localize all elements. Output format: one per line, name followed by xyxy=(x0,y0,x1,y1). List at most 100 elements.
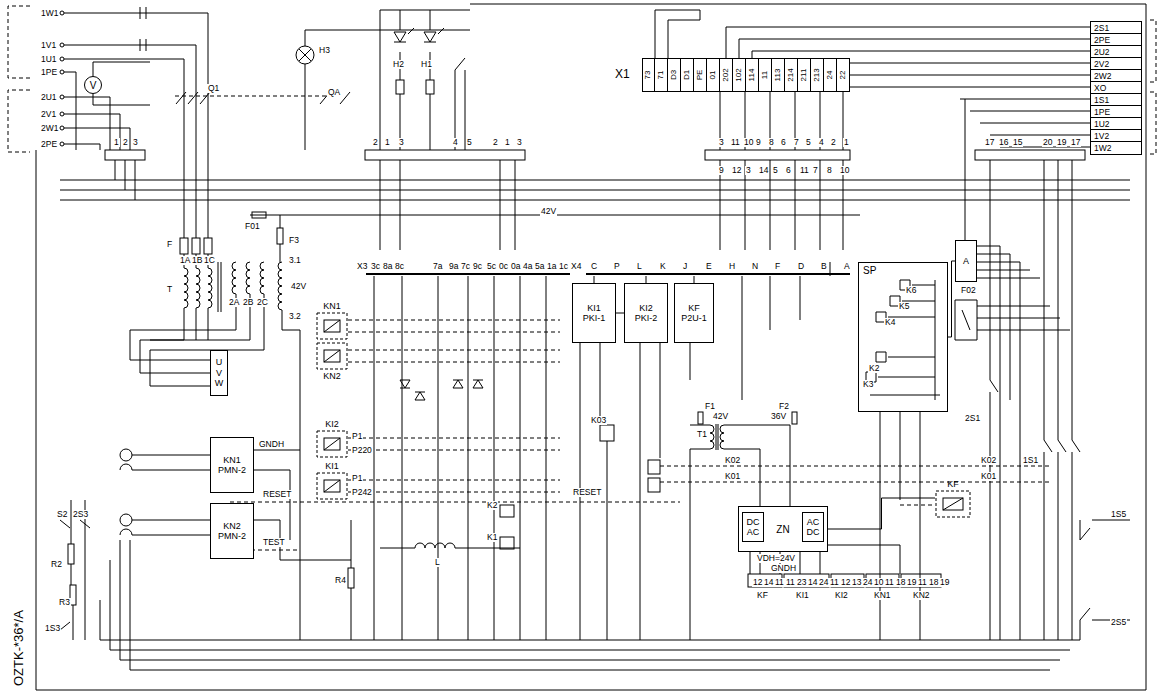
schematic-label: 18 xyxy=(928,578,939,587)
schematic-label: F01 xyxy=(244,222,261,231)
schematic-label: 3 xyxy=(718,138,725,147)
schematic-label: H xyxy=(728,262,736,271)
terminal-strip: X17371D3D1PE0120210211411113214211213242… xyxy=(642,58,850,92)
component-box: DCAC xyxy=(742,512,764,542)
node-text: P2U-1 xyxy=(681,313,707,323)
schematic-label: 1S3 xyxy=(44,624,61,633)
schematic-label: K4 xyxy=(884,318,896,327)
schematic-label: KN2 xyxy=(912,591,931,600)
capacitor-symbol xyxy=(140,7,146,51)
node-text: AC xyxy=(807,517,820,527)
node-text: 2S1 xyxy=(1094,23,1109,33)
schematic-label: P242 xyxy=(351,488,373,497)
node-text: D3 xyxy=(670,70,678,80)
terminal-dots xyxy=(60,11,64,146)
resistor-symbol xyxy=(426,80,434,94)
schematic-label: 1 xyxy=(504,138,511,147)
component-box: A xyxy=(955,240,977,282)
relay-coil xyxy=(500,425,660,549)
schematic-label: F2 xyxy=(778,402,790,411)
schematic-label: KF xyxy=(756,591,769,600)
component-box: KN1PMN-2 xyxy=(210,437,254,493)
node-text: 1PE xyxy=(1094,107,1110,117)
schematic-label: N xyxy=(751,262,759,271)
schematic-label: 7c xyxy=(460,262,471,271)
relay-coil-group: KN2 xyxy=(316,342,348,382)
power-supply-box: ZNDCACACDC xyxy=(738,506,828,552)
node-text: 22 xyxy=(839,71,847,80)
schematic-label: 9a xyxy=(448,262,459,271)
schematic-label: L xyxy=(636,262,643,271)
schematic-label: B xyxy=(820,262,828,271)
schematic-label: H2 xyxy=(392,60,405,69)
schematic-label: 3.2 xyxy=(288,312,302,321)
schematic-label: 1V1 xyxy=(40,41,57,50)
schematic-label: QA xyxy=(327,88,341,97)
node-text: KF xyxy=(688,303,700,313)
schematic-label: S2 xyxy=(56,510,68,519)
module-box: SP xyxy=(858,262,948,412)
terminal-cell: D3 xyxy=(668,58,681,92)
schematic-label: F xyxy=(166,240,173,249)
schematic-label: A xyxy=(843,262,851,271)
schematic-label: 19 xyxy=(1056,138,1067,147)
relay-coil-group: KI2 xyxy=(316,418,348,458)
schematic-label: 8 xyxy=(768,138,775,147)
terminal-cell: 24 xyxy=(824,58,837,92)
bus-lines xyxy=(60,160,1130,250)
schematic-label: 11 xyxy=(774,578,785,587)
schematic-label: 11 xyxy=(829,578,840,587)
schematic-label: KN1 xyxy=(873,591,892,600)
schematic-label: 2 xyxy=(372,138,379,147)
schematic-label: F1 xyxy=(704,402,716,411)
schematic-label: 11 xyxy=(917,578,928,587)
schematic-label: 3.1 xyxy=(288,256,302,265)
coil-symbol xyxy=(316,430,348,458)
schematic-label: 12 xyxy=(731,166,742,175)
schematic-label: 2S1 xyxy=(964,414,981,423)
relay-coil-group: KN1 xyxy=(316,300,348,340)
schematic-label: K2 xyxy=(868,364,880,373)
schematic-label: 12 xyxy=(840,578,851,587)
switch-contacts xyxy=(176,58,465,150)
schematic-label: K6 xyxy=(905,286,917,295)
schematic-label: 7a xyxy=(432,262,443,271)
schematic-label: K xyxy=(659,262,667,271)
schematic-label: 6 xyxy=(785,166,792,175)
schematic-label: P1 xyxy=(351,432,363,441)
node-text: 202 xyxy=(722,68,730,81)
schematic-label: 1a xyxy=(546,262,557,271)
schematic-label: 2 xyxy=(122,138,129,147)
schematic-label: 0c xyxy=(498,262,509,271)
schematic-label: 2S3 xyxy=(72,510,89,519)
schematic-label: 14 xyxy=(758,166,769,175)
node-text: V xyxy=(216,368,222,378)
node-text: D1 xyxy=(683,70,691,80)
schematic-label: 19 xyxy=(939,578,950,587)
schematic-label: 6 xyxy=(780,138,787,147)
terminal-cell: 114 xyxy=(746,58,759,92)
schematic-label: 7 xyxy=(812,166,819,175)
schematic-label: T1 xyxy=(696,430,708,439)
terminal-box: 1W2 xyxy=(1090,141,1142,155)
relay-coil-group: KF xyxy=(935,478,971,518)
node-text: 2V2 xyxy=(1094,59,1109,69)
schematic-label: 24 xyxy=(862,578,873,587)
schematic-label: F02 xyxy=(960,286,977,295)
schematic-label: GNDH xyxy=(258,440,285,449)
node-text: KI2 xyxy=(639,303,653,313)
resistor-symbol xyxy=(396,80,404,94)
bottom-bus xyxy=(100,540,1080,670)
terminal-cell: 214 xyxy=(785,58,798,92)
schematic-label: K03 xyxy=(590,416,607,425)
schematic-label: 11 xyxy=(785,578,796,587)
terminal-cell: 211 xyxy=(798,58,811,92)
schematic-label: GNDH xyxy=(770,564,797,573)
node-text: 01 xyxy=(709,71,717,80)
node-text: 1S1 xyxy=(1094,95,1109,105)
schematic-label: 16 xyxy=(998,138,1009,147)
terminal-cell: D1 xyxy=(681,58,694,92)
schematic-label: X4 xyxy=(570,262,582,271)
schematic-label: T xyxy=(166,285,173,294)
